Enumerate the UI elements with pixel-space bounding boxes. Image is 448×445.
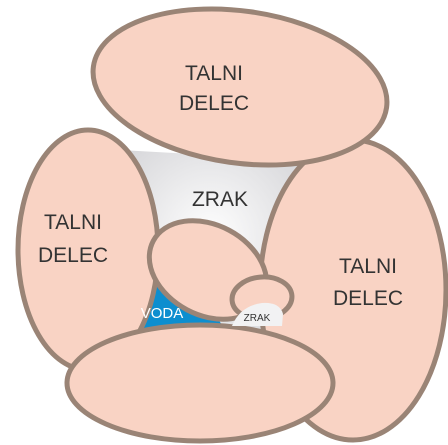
label-air-small: ZRAK	[244, 313, 271, 324]
label-water: VODA	[141, 305, 184, 322]
soil-particle-bottom	[64, 322, 336, 444]
label-particle-left-line1: TALNI	[44, 211, 102, 234]
label-particle-left-line2: DELEC	[38, 244, 108, 267]
label-particle-top-line2: DELEC	[179, 92, 249, 115]
label-air-large: ZRAK	[192, 188, 248, 211]
soil-particle-top	[90, 6, 390, 168]
label-particle-right-line1: TALNI	[339, 255, 397, 278]
label-particle-right-line2: DELEC	[333, 287, 403, 310]
label-particle-top-line1: TALNI	[185, 62, 243, 85]
air-pocket-small	[232, 302, 283, 326]
